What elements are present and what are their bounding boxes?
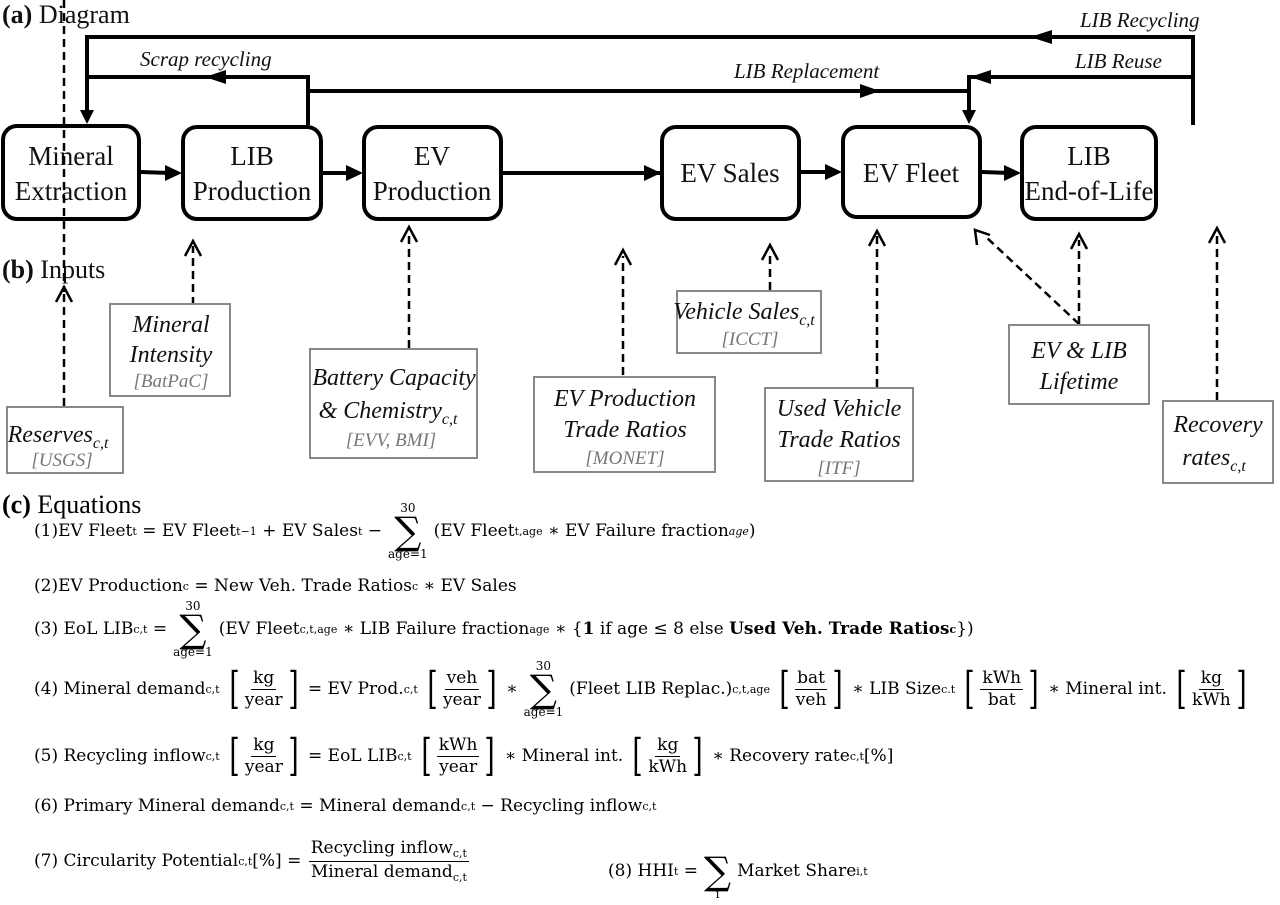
scrap-recycling-flow: [87, 75, 310, 125]
section-b-title: (b) Inputs: [2, 255, 105, 284]
svg-text:[USGS]: [USGS]: [31, 450, 92, 471]
input-connectors: [62, 0, 1219, 406]
svg-text:Reservesc,t: Reservesc,t: [7, 422, 109, 452]
svg-text:Recovery: Recovery: [1172, 412, 1263, 438]
svg-text:Vehicle Salesc,t: Vehicle Salesc,t: [673, 299, 815, 329]
svg-text:ratesc,t: ratesc,t: [1182, 445, 1246, 475]
svg-text:LIB: LIB: [1067, 141, 1111, 171]
svg-text:EV Fleet: EV Fleet: [863, 158, 960, 188]
summation: 30∑age=1: [388, 501, 428, 561]
svg-text:Battery Capacity: Battery Capacity: [312, 365, 476, 391]
input-recovery-rates: Recovery ratesc,t: [1162, 400, 1274, 484]
node-ev-production: EV Production: [362, 125, 503, 221]
svg-text:& Chemistryc,t: & Chemistryc,t: [319, 398, 458, 428]
svg-text:Mineral: Mineral: [28, 141, 113, 171]
svg-text:EV Sales: EV Sales: [680, 158, 779, 188]
input-arrowheads: [54, 224, 1227, 303]
svg-text:[BatPaC]: [BatPaC]: [134, 371, 209, 392]
summation: 30∑age=1: [523, 659, 564, 719]
svg-text:[ICCT]: [ICCT]: [721, 329, 778, 350]
scrap-recycling-arrowhead: [205, 70, 226, 84]
svg-text:Used Vehicle: Used Vehicle: [777, 396, 902, 422]
section-a-title: (a) Diagram: [2, 0, 130, 29]
input-ev-lib-lifetime: EV & LIB Lifetime: [1008, 324, 1150, 405]
svg-text:Extraction: Extraction: [15, 176, 128, 206]
lib-replacement-label: LIB Replacement: [733, 59, 880, 83]
section-c-title: (c) Equations: [2, 490, 142, 519]
forward-arrowheads: [165, 164, 1021, 181]
lib-recycling-label: LIB Recycling: [1079, 8, 1200, 32]
node-mineral-extraction: Mineral Extraction: [1, 124, 141, 221]
svg-text:Intensity: Intensity: [129, 342, 213, 368]
svg-text:Production: Production: [193, 176, 312, 206]
node-ev-sales: EV Sales: [660, 125, 801, 221]
mineral-extraction-inlet-arrowhead: [80, 110, 94, 124]
lib-recycling-arrowhead: [1030, 30, 1052, 44]
node-lib-end-of-life: LIB End-of-Life: [1020, 125, 1158, 221]
input-battery-capacity: Battery Capacity & Chemistryc,t [EVV, BM…: [309, 348, 478, 459]
svg-text:Production: Production: [373, 176, 492, 206]
svg-text:[ITF]: [ITF]: [817, 458, 860, 479]
lib-reuse-arrowhead: [970, 70, 991, 84]
svg-text:[EVV, BMI]: [EVV, BMI]: [346, 430, 436, 451]
summation: 30∑age=1: [173, 599, 213, 659]
lib-replacement-arrowhead: [860, 84, 880, 98]
input-mineral-intensity: Mineral Intensity [BatPaC]: [109, 303, 231, 397]
input-ev-production-trade-ratios: EV Production Trade Ratios [MONET]: [533, 376, 716, 473]
svg-text:End-of-Life: End-of-Life: [1025, 176, 1154, 206]
svg-text:Lifetime: Lifetime: [1039, 369, 1119, 395]
node-lib-production: LIB Production: [181, 125, 323, 221]
svg-text:[MONET]: [MONET]: [585, 448, 664, 469]
lib-reuse-flow: [967, 75, 1193, 120]
input-reserves: Reservesc,t [USGS]: [6, 406, 124, 474]
svg-text:Trade Ratios: Trade Ratios: [777, 427, 900, 453]
svg-text:EV & LIB: EV & LIB: [1030, 338, 1127, 364]
svg-text:Trade Ratios: Trade Ratios: [563, 417, 686, 443]
svg-text:EV Production: EV Production: [553, 386, 696, 412]
svg-text:LIB: LIB: [230, 141, 274, 171]
summation: ∑i: [703, 849, 732, 901]
flow-diagram: (a) Diagram (b) Inputs LIB Recycling Scr…: [1, 0, 1274, 484]
input-vehicle-sales: Vehicle Salesc,t [ICCT]: [673, 290, 822, 354]
lib-reuse-label: LIB Reuse: [1074, 49, 1162, 73]
ev-fleet-inlet-arrowhead: [962, 110, 976, 124]
svg-text:Mineral: Mineral: [131, 312, 210, 338]
svg-text:EV: EV: [414, 141, 450, 171]
scrap-recycling-label: Scrap recycling: [140, 47, 272, 71]
input-used-vehicle-trade-ratios: Used Vehicle Trade Ratios [ITF]: [764, 387, 914, 482]
node-ev-fleet: EV Fleet: [841, 125, 982, 219]
